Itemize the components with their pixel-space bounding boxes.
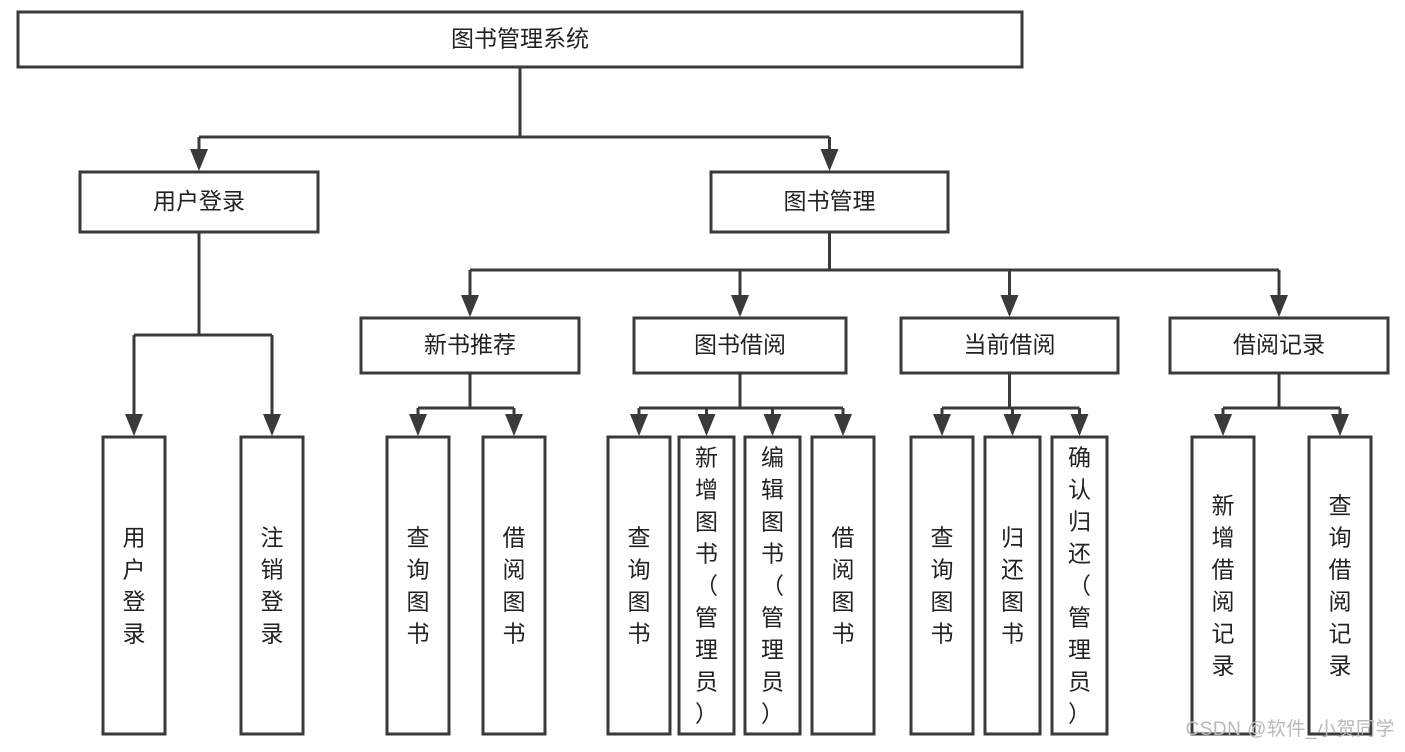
node-book-borrow[interactable]: 图书借阅 <box>632 316 848 375</box>
node-leaf-query-record-box <box>1307 435 1373 736</box>
node-leaf-query-book-1-label: 查询图书 <box>407 525 430 647</box>
node-leaf-add-book[interactable]: 新增图书（管理员） <box>677 435 736 736</box>
node-book-manage[interactable]: 图书管理 <box>709 170 950 234</box>
node-leaf-confirm-return[interactable]: 确认归还（管理员） <box>1050 435 1109 736</box>
node-leaf-add-record-label: 新增借阅记录 <box>1212 493 1235 679</box>
node-book-manage-label: 图书管理 <box>784 188 876 214</box>
node-new-book-recommend-label: 新书推荐 <box>424 332 516 358</box>
node-leaf-query-book-2-label: 查询图书 <box>628 525 651 647</box>
arrow-head-icon-leaf-user-login <box>125 414 143 436</box>
arrow-head-icon-current-borrow <box>1000 295 1019 317</box>
arrow-head-icon-borrow-record <box>1270 295 1288 317</box>
node-user-login-label: 用户登录 <box>153 188 245 214</box>
node-leaf-query-book-2[interactable]: 查询图书 <box>606 435 672 736</box>
node-borrow-record[interactable]: 借阅记录 <box>1168 316 1390 375</box>
node-leaf-add-record-box <box>1190 435 1256 736</box>
arrow-head-icon-leaf-confirm-return <box>1070 414 1089 436</box>
arrow-head-icon-leaf-query-book-2 <box>630 414 648 436</box>
arrow-head-icon-book-borrow <box>731 295 749 317</box>
node-leaf-edit-book-label: 编辑图书（管理员） <box>761 445 784 727</box>
node-current-borrow-label: 当前借阅 <box>964 332 1056 358</box>
node-leaf-query-book-3[interactable]: 查询图书 <box>909 435 975 736</box>
node-leaf-add-book-box <box>677 435 736 736</box>
node-root-book-management-system-box <box>16 10 1024 69</box>
arrow-head-icon-leaf-query-book-3 <box>933 414 951 436</box>
node-leaf-user-login-box <box>101 435 167 736</box>
node-leaf-return-book-label: 归还图书 <box>1001 525 1024 647</box>
arrow-head-icon-book-manage <box>820 149 839 171</box>
node-leaf-edit-book[interactable]: 编辑图书（管理员） <box>743 435 802 736</box>
node-current-borrow-box <box>899 316 1120 375</box>
arrow-head-icon-leaf-add-record <box>1214 414 1232 436</box>
node-user-login[interactable]: 用户登录 <box>78 170 320 234</box>
node-leaf-borrow-book-1-label: 借阅图书 <box>503 525 526 647</box>
arrow-head-icon-leaf-query-book-1 <box>409 414 427 436</box>
arrow-head-icon-leaf-add-book <box>697 414 716 436</box>
node-leaf-edit-book-box <box>743 435 802 736</box>
node-leaf-user-logout[interactable]: 注销登录 <box>239 435 305 736</box>
node-leaf-user-login-label: 用户登录 <box>123 525 146 647</box>
arrow-head-icon-leaf-borrow-book-1 <box>505 414 523 436</box>
node-leaf-user-login[interactable]: 用户登录 <box>101 435 167 736</box>
arrow-head-icon-new-book-recommend <box>461 295 479 317</box>
node-leaf-return-book[interactable]: 归还图书 <box>983 435 1042 736</box>
node-leaf-query-book-1-box <box>385 435 451 736</box>
node-leaf-user-logout-box <box>239 435 305 736</box>
node-leaf-borrow-book-2-label: 借阅图书 <box>832 525 855 647</box>
arrow-head-icon-leaf-return-book <box>1003 414 1022 436</box>
node-leaf-add-record[interactable]: 新增借阅记录 <box>1190 435 1256 736</box>
node-leaf-query-book-2-box <box>606 435 672 736</box>
node-leaf-borrow-book-1-box <box>481 435 547 736</box>
node-leaf-confirm-return-box <box>1050 435 1109 736</box>
arrow-head-icon-leaf-edit-book <box>763 414 782 436</box>
arrow-head-icon-leaf-query-record <box>1331 414 1349 436</box>
node-book-borrow-label: 图书借阅 <box>694 332 786 358</box>
node-root-book-management-system[interactable]: 图书管理系统 <box>16 10 1024 69</box>
arrow-head-icon-leaf-user-logout <box>263 414 281 436</box>
node-book-manage-box <box>709 170 950 234</box>
node-book-borrow-box <box>632 316 848 375</box>
node-leaf-query-book-3-label: 查询图书 <box>931 525 954 647</box>
node-leaf-return-book-box <box>983 435 1042 736</box>
node-leaf-query-book-1[interactable]: 查询图书 <box>385 435 451 736</box>
node-leaf-confirm-return-label: 确认归还（管理员） <box>1068 445 1091 727</box>
arrow-head-icon-user-login <box>190 149 208 171</box>
node-borrow-record-box <box>1168 316 1390 375</box>
node-new-book-recommend[interactable]: 新书推荐 <box>359 316 581 375</box>
node-leaf-user-logout-label: 注销登录 <box>261 525 284 647</box>
node-user-login-box <box>78 170 320 234</box>
node-leaf-add-book-label: 新增图书（管理员） <box>695 445 718 727</box>
node-leaf-borrow-book-2[interactable]: 借阅图书 <box>810 435 876 736</box>
node-leaf-borrow-book-2-box <box>810 435 876 736</box>
watermark-label: CSDN @软件_小贺同学 <box>1185 719 1395 740</box>
node-leaf-query-record-label: 查询借阅记录 <box>1329 493 1352 679</box>
node-leaf-query-book-3-box <box>909 435 975 736</box>
node-root-book-management-system-label: 图书管理系统 <box>451 26 589 52</box>
node-borrow-record-label: 借阅记录 <box>1233 332 1325 358</box>
node-leaf-query-record[interactable]: 查询借阅记录 <box>1307 435 1373 736</box>
node-leaf-borrow-book-1[interactable]: 借阅图书 <box>481 435 547 736</box>
node-current-borrow[interactable]: 当前借阅 <box>899 316 1120 375</box>
node-new-book-recommend-box <box>359 316 581 375</box>
arrow-head-icon-leaf-borrow-book-2 <box>834 414 852 436</box>
